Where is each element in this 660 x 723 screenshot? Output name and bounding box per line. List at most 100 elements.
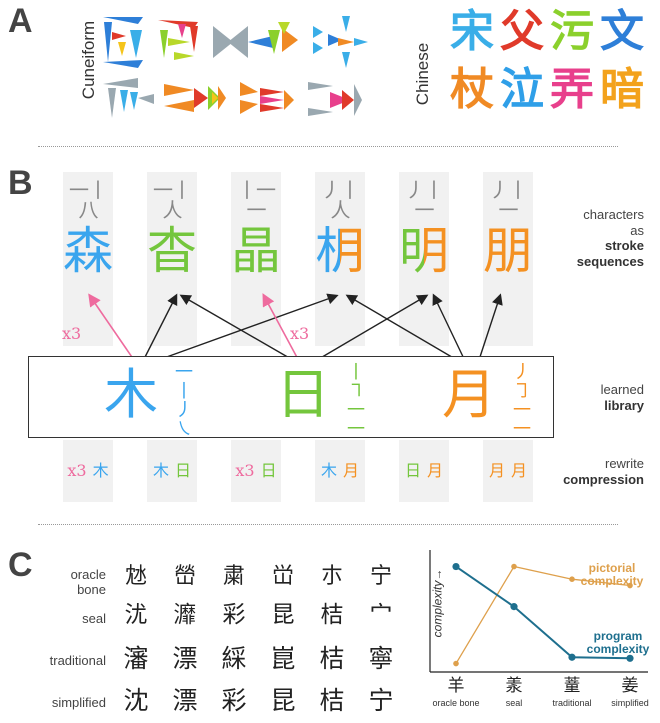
stroke: ㇕ xyxy=(347,380,365,402)
script-char: 桔 xyxy=(319,644,345,673)
stroke-sequence: 丿丨人 xyxy=(321,178,360,222)
data-point xyxy=(510,603,518,611)
composite-character: 明 xyxy=(384,226,464,276)
rewrite-cell: 月月 xyxy=(473,463,543,479)
rewrite-cell: 日月 xyxy=(389,463,459,479)
column-background xyxy=(63,440,113,502)
series-line xyxy=(455,565,631,660)
chinese-char: 宋 xyxy=(450,6,494,57)
script-char: 峃 xyxy=(271,564,294,589)
chinese-char: 泣 xyxy=(500,64,544,115)
composite-character: 森 xyxy=(63,222,113,280)
arrow-ri-jing xyxy=(262,293,301,364)
stroke: ㇏ xyxy=(175,418,193,440)
arrow-mu-yue xyxy=(149,293,339,364)
rewrite-token: 月 xyxy=(343,461,360,480)
tick-label: oracle bone xyxy=(432,698,480,708)
data-point xyxy=(627,582,633,589)
column-background xyxy=(231,440,281,502)
library-primitive: 日 xyxy=(276,363,330,426)
divider-bc xyxy=(38,524,618,525)
stroke-sequence: 一丨人 xyxy=(153,178,192,222)
data-point xyxy=(569,576,575,582)
script-char: 宀 xyxy=(369,602,393,628)
script-char: 桔 xyxy=(319,686,345,715)
x3-label-ri: x3 xyxy=(290,324,310,343)
arrow-yue-ming xyxy=(432,293,467,364)
x3-label-mu: x3 xyxy=(62,324,82,343)
script-char: 宁 xyxy=(368,686,394,715)
script-char: 嵤 xyxy=(173,564,196,589)
panel-a-letter: A xyxy=(8,2,33,40)
rewrite-token: 日 xyxy=(260,461,277,480)
chart-ylabel: complexity→ xyxy=(430,568,445,638)
script-char: 粛 xyxy=(222,564,245,589)
script-char: 灖 xyxy=(173,602,197,628)
tick-glyph: 姜 xyxy=(621,676,639,696)
primitive-strokes: 丨㇕一一 xyxy=(346,362,366,440)
row-label: seal xyxy=(82,611,106,626)
cuneiform-sign-2 xyxy=(158,20,198,60)
chinese-char: 文 xyxy=(600,6,644,57)
script-char: 崑 xyxy=(270,644,296,673)
stroke: 一 xyxy=(513,399,531,421)
divider-ab xyxy=(38,146,618,147)
script-char: 漂 xyxy=(172,644,198,673)
script-char: 昆 xyxy=(271,602,295,628)
script-char: 漂 xyxy=(172,686,198,715)
primitive-strokes: 一丨丿㇏ xyxy=(174,362,194,440)
stroke: 一 xyxy=(175,362,193,383)
composite-character: 枂 xyxy=(300,226,380,276)
script-char: 綵 xyxy=(221,644,247,673)
rewrite-cell: 木日 xyxy=(137,463,207,479)
cuneiform-sign-3 xyxy=(213,22,298,58)
stroke: 一 xyxy=(347,418,365,440)
stroke-sequence: 一丨八 xyxy=(69,178,108,222)
complexity-chart xyxy=(429,550,648,673)
rewrite-token: 木 xyxy=(92,461,109,480)
panel-c-letter: C xyxy=(8,546,33,584)
stroke-sequence: 丨一一 xyxy=(237,178,276,222)
composite-character: 晶 xyxy=(231,222,281,280)
rewrite-token: 月 xyxy=(511,461,528,480)
row-label: simplified xyxy=(51,695,106,710)
stroke-sequence-label: characters as stroke sequences xyxy=(576,207,644,269)
composite-character: 杳 xyxy=(147,222,197,280)
tick-glyph: 蕫 xyxy=(563,676,581,696)
stroke: 一 xyxy=(513,418,531,440)
panel-b-letter: B xyxy=(8,164,33,202)
chinese-char: 暗 xyxy=(600,64,644,115)
chinese-char: 杖 xyxy=(450,64,494,115)
arrow-ri-yao xyxy=(179,294,299,364)
script-char: 瀋 xyxy=(123,644,149,673)
arrow-mu-yao xyxy=(141,293,178,364)
cuneiform-sign-5 xyxy=(103,78,154,118)
library-label: learned library xyxy=(600,382,644,413)
row-label: traditional xyxy=(49,653,106,668)
primitive-strokes: 丿㇆一一 xyxy=(512,363,532,440)
cuneiform-sign-1 xyxy=(103,17,143,68)
cuneiform-signs xyxy=(103,16,368,118)
stroke: 丨 xyxy=(347,362,365,383)
data-point xyxy=(511,563,517,570)
data-point xyxy=(626,654,634,662)
column-background xyxy=(315,172,365,346)
script-char: 昆 xyxy=(270,686,296,715)
stroke: ㇆ xyxy=(513,380,531,402)
script-char: 彩 xyxy=(221,686,247,715)
tick-glyph: 羊 xyxy=(447,676,465,696)
data-point xyxy=(568,653,576,661)
compression-label: rewrite compression xyxy=(563,456,644,487)
stroke: 丿 xyxy=(175,399,193,421)
composite-character: 朋 xyxy=(483,222,533,280)
arrow-yue-peng xyxy=(477,293,503,364)
script-char: 朩 xyxy=(320,564,343,589)
legend-program: program complexity xyxy=(586,629,650,657)
arrow-yue-yue xyxy=(345,294,463,364)
cuneiform-sign-7 xyxy=(240,82,294,114)
rewrite-token: 月 xyxy=(488,461,505,480)
script-char: 彩 xyxy=(222,602,246,628)
tick-label: seal xyxy=(505,698,523,708)
